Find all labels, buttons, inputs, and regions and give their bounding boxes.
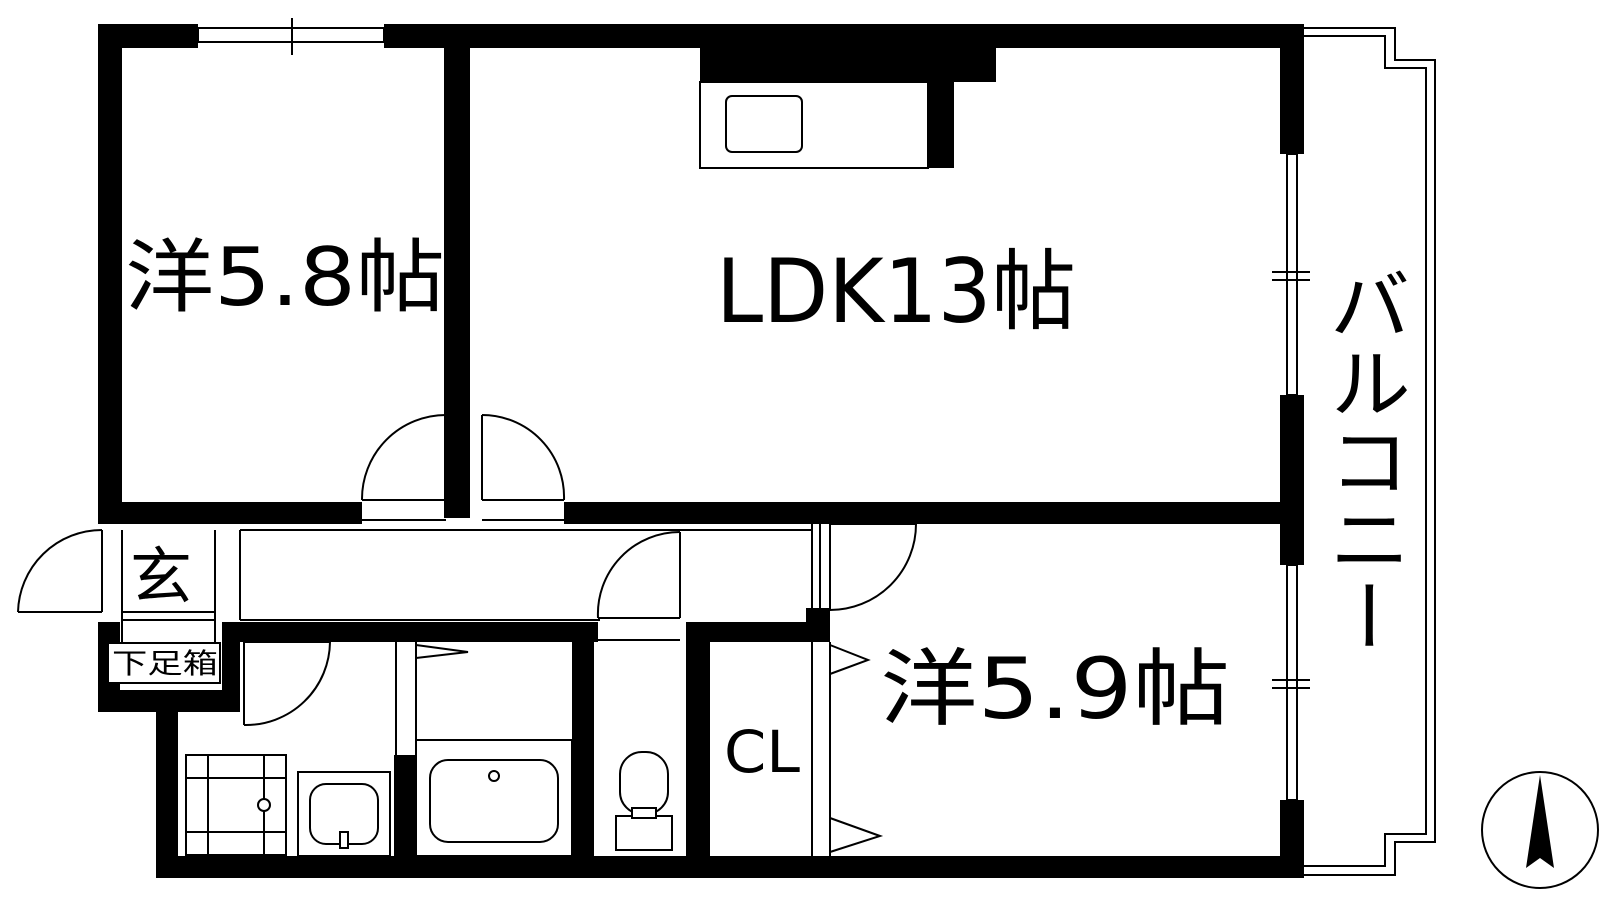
washroom-fixtures bbox=[185, 754, 391, 857]
ldk-label: LDK13帖 bbox=[716, 240, 1076, 343]
balcony-outline bbox=[1300, 27, 1436, 876]
bathtub bbox=[415, 739, 573, 857]
north-arrow-icon bbox=[1481, 771, 1599, 889]
balcony-label: バルコニー bbox=[1315, 265, 1410, 655]
closet-label: CL bbox=[724, 718, 800, 786]
shoe-box-label: 下足箱 bbox=[112, 647, 218, 680]
interior-walls bbox=[98, 48, 1304, 865]
hallway bbox=[121, 524, 821, 621]
shoe-box bbox=[107, 614, 221, 684]
entrance-label: 玄 bbox=[130, 540, 192, 613]
western-room-2-label: 洋5.9帖 bbox=[880, 640, 1230, 738]
exterior-walls bbox=[98, 18, 1310, 878]
toilet bbox=[615, 751, 673, 851]
kitchen-counter bbox=[699, 81, 929, 169]
doors bbox=[17, 414, 917, 856]
western-room-1-label: 洋5.8帖 bbox=[125, 231, 445, 324]
